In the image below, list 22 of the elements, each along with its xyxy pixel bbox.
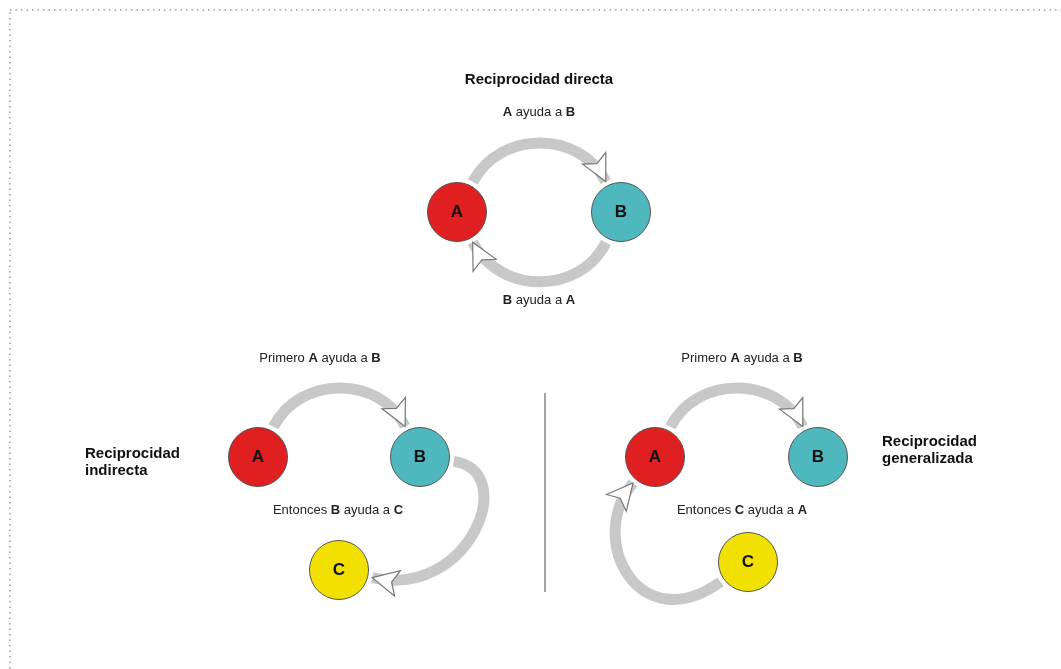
arrow-caption: Primero A ayuda a B [259, 350, 381, 365]
circle-node: B [591, 182, 651, 242]
circle-node: A [427, 182, 487, 242]
section-title: Reciprocidad indirecta [85, 444, 182, 478]
circle-node: C [718, 532, 778, 592]
arrow-caption: Primero A ayuda a B [681, 350, 803, 365]
arrow-caption: A ayuda a B [502, 104, 576, 119]
curved-arrow [268, 382, 410, 430]
circle-node: B [390, 427, 450, 487]
curved-arrow [468, 137, 611, 185]
section-title: Reciprocidad directa [464, 70, 614, 87]
circle-node: A [228, 427, 288, 487]
arrow-caption: Entonces B ayuda a C [272, 502, 404, 517]
section-title: Reciprocidad generalizada [882, 432, 979, 466]
curved-arrow [468, 239, 611, 288]
circle-node: C [309, 540, 369, 600]
circle-node: A [625, 427, 685, 487]
arrow-caption: Entonces C ayuda a A [676, 502, 808, 517]
circle-node: B [788, 427, 848, 487]
curved-arrow [607, 479, 724, 605]
arrow-caption: B ayuda a A [502, 292, 576, 307]
curved-arrow [665, 382, 808, 430]
